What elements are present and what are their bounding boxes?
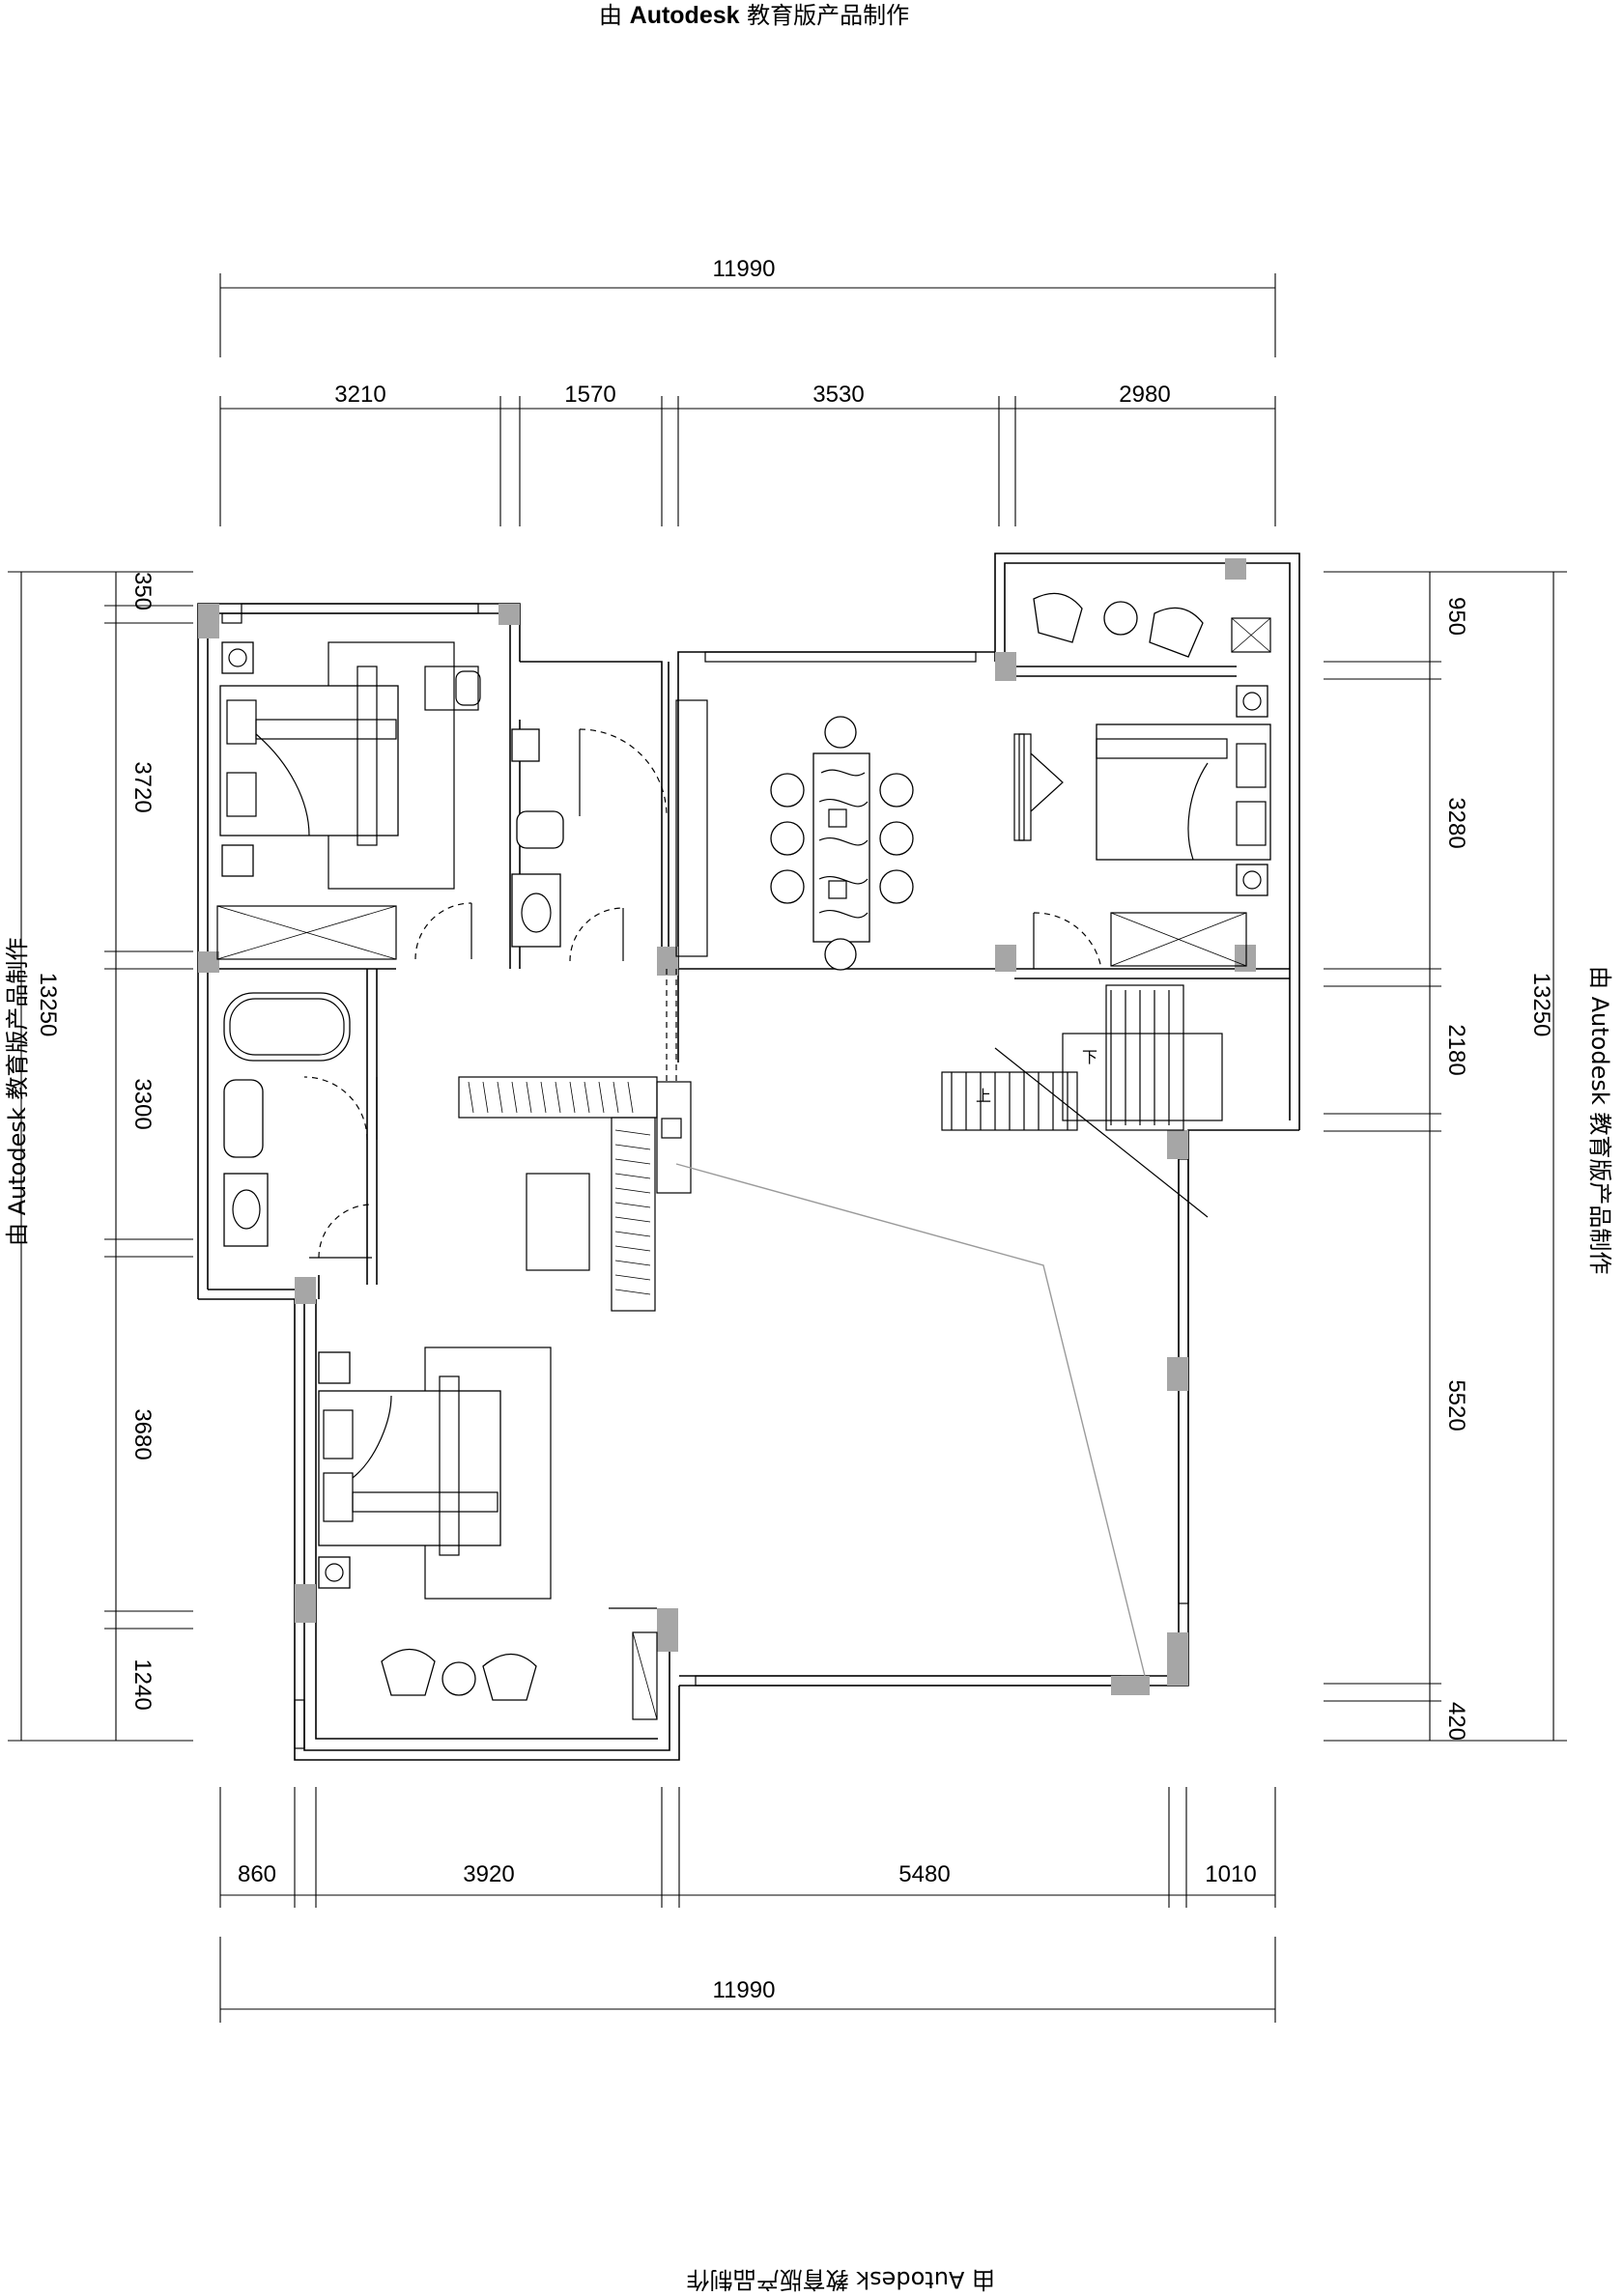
lounge-chair-2: [1149, 607, 1204, 658]
dim-bottom-1: 860: [238, 1861, 276, 1887]
dim-right-4: 5520: [1443, 1379, 1469, 1431]
bottom-dimensions: 860 3920 5480 1010 11990: [219, 1787, 1276, 2023]
walk-in-closet: [458, 1076, 692, 1312]
dim-left-4: 3680: [129, 1408, 156, 1460]
dim-right-2: 3280: [1443, 797, 1469, 848]
left-dimensions: 13250 350 3720 3300 3680 1240: [8, 571, 193, 1742]
side-table-bottom: [442, 1661, 476, 1696]
dim-left-2: 3720: [129, 761, 156, 812]
bed-bottom: [318, 1390, 501, 1546]
nightstand-bottom: [221, 844, 254, 877]
lounge-chair-1: [1033, 592, 1083, 643]
island: [526, 1173, 590, 1271]
dim-left-1: 350: [129, 572, 156, 610]
dim-right-3: 2180: [1443, 1024, 1469, 1075]
dim-left-total: 13250: [35, 973, 61, 1037]
dim-top-3: 3530: [812, 382, 864, 408]
wardrobe-right: [1110, 912, 1247, 967]
bed-right: [1096, 723, 1271, 861]
wardrobe-top-left: [216, 905, 397, 960]
desk: [424, 666, 479, 711]
watermark-bottom: 由 Autodesk 教育版产品制作: [687, 2266, 995, 2293]
watermark-right: 由 Autodesk 教育版产品制作: [1586, 966, 1613, 1274]
dim-bottom-total: 11990: [713, 1977, 776, 2003]
watermark-top: 由 Autodesk 教育版产品制作: [599, 2, 909, 29]
bedroom-bottom-left: [318, 1346, 658, 1720]
bathtub: [223, 992, 351, 1062]
stair-label-up: 上: [976, 1088, 991, 1105]
dim-top-total: 11990: [713, 256, 776, 282]
toilet-top: [516, 810, 564, 849]
right-dimensions: 13250 950 3280 2180 5520 420: [1324, 571, 1567, 1742]
dim-right-5: 420: [1443, 1702, 1469, 1741]
dim-bottom-4: 1010: [1205, 1861, 1256, 1887]
dining-area: [770, 716, 914, 971]
toilet-left: [223, 1079, 264, 1158]
bed: [219, 685, 399, 836]
top-dimensions: 11990 3210 1570 3530 2980: [219, 256, 1276, 526]
side-table: [1103, 601, 1138, 636]
dining-table: [812, 752, 870, 943]
dim-bottom-3: 5480: [898, 1861, 950, 1887]
bedroom-right: [1018, 592, 1271, 970]
watermark-top-brand: Autodesk: [630, 2, 740, 29]
sink-left: [223, 1173, 269, 1247]
structural-columns: [198, 558, 1256, 1695]
staircase: 下 上: [941, 984, 1223, 1218]
cabinet-dining: [675, 699, 708, 957]
dim-top-2: 1570: [564, 382, 615, 408]
dim-top-1: 3210: [334, 382, 385, 408]
bedroom-top-left: [216, 612, 481, 960]
tv-console: [1018, 733, 1032, 841]
watermark-top-prefix: 由: [599, 2, 630, 29]
dim-top-4: 2980: [1119, 382, 1170, 408]
dim-left-5: 1240: [129, 1658, 156, 1710]
nightstand-top: [221, 641, 254, 674]
bathroom-top: [511, 699, 708, 962]
void-area: [666, 969, 1146, 1677]
watermark-left: 由 Autodesk 教育版产品制作: [4, 938, 31, 1246]
dim-right-1: 950: [1443, 597, 1469, 636]
stair-label-down: 下: [1082, 1050, 1097, 1066]
watermark-top-suffix: 教育版产品制作: [740, 2, 910, 29]
dim-left-3: 3300: [129, 1078, 156, 1129]
lounge-chair-3: [381, 1649, 436, 1696]
lounge-chair-4: [482, 1654, 537, 1701]
sink-top: [511, 873, 561, 948]
dim-bottom-2: 3920: [463, 1861, 514, 1887]
bathroom-left: [223, 992, 378, 1259]
dim-right-total: 13250: [1528, 973, 1554, 1037]
